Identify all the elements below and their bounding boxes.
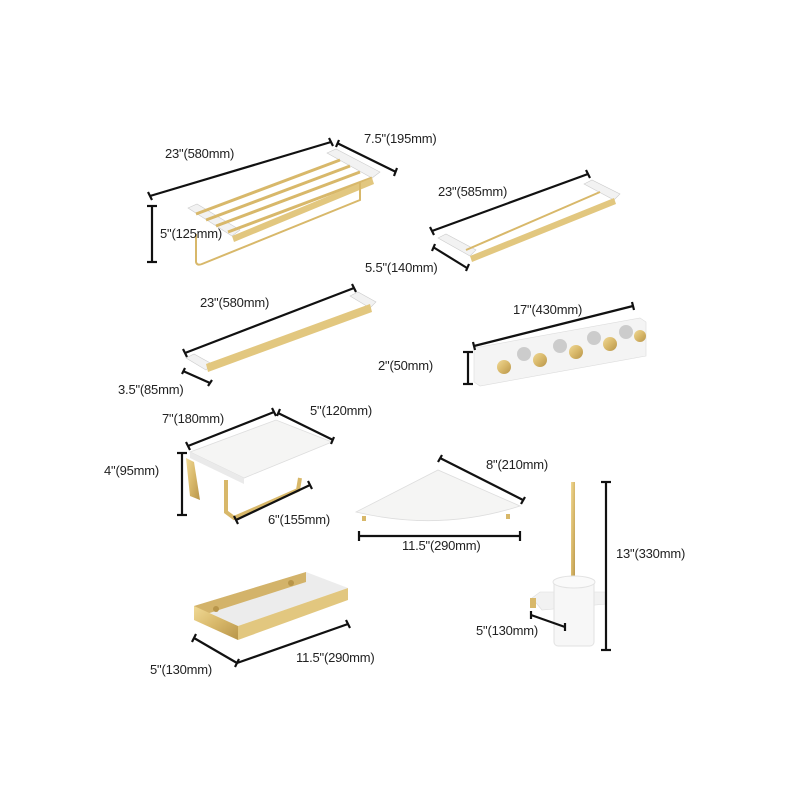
hook-rail-length-label: 17"(430mm)	[513, 302, 583, 317]
paper-holder-bar-label: 6"(155mm)	[268, 512, 331, 527]
dimension-lines	[147, 137, 636, 668]
paper-holder-height-label: 4"(95mm)	[104, 463, 160, 478]
towel-rack-shelf-image	[187, 148, 381, 266]
double-bar-depth-label: 5.5"(140mm)	[365, 260, 438, 275]
single-bar-length-label: 23"(580mm)	[200, 295, 270, 310]
basket-shelf-image	[194, 572, 348, 640]
single-towel-bar-image	[185, 291, 377, 372]
brush-holder-depth-label: 5"(130mm)	[476, 623, 539, 638]
paper-holder-depth-label: 5"(120mm)	[310, 403, 373, 418]
paper-holder-length-label: 7"(180mm)	[162, 411, 225, 426]
double-bar-length-label: 23"(585mm)	[438, 184, 508, 199]
towel-rack-length-label: 23"(580mm)	[165, 146, 235, 161]
brush-holder-height-label: 13"(330mm)	[616, 546, 686, 561]
hook-rail-height-label: 2"(50mm)	[378, 358, 434, 373]
corner-shelf-length-label: 11.5"(290mm)	[402, 538, 481, 553]
toilet-paper-holder-shelf-image	[186, 419, 334, 521]
towel-rack-height-label: 5"(125mm)	[160, 226, 223, 241]
robe-hook-rail-image	[473, 317, 647, 387]
basket-shelf-depth-label: 5"(130mm)	[150, 662, 213, 677]
double-towel-bar-image	[437, 179, 621, 262]
corner-shelf-image	[354, 469, 522, 522]
single-bar-depth-label: 3.5"(85mm)	[118, 382, 184, 397]
toilet-brush-holder-image	[530, 482, 607, 647]
basket-shelf-length-label: 11.5"(290mm)	[296, 650, 375, 665]
corner-shelf-depth-label: 8"(210mm)	[486, 457, 549, 472]
towel-rack-depth-label: 7.5"(195mm)	[364, 131, 437, 146]
